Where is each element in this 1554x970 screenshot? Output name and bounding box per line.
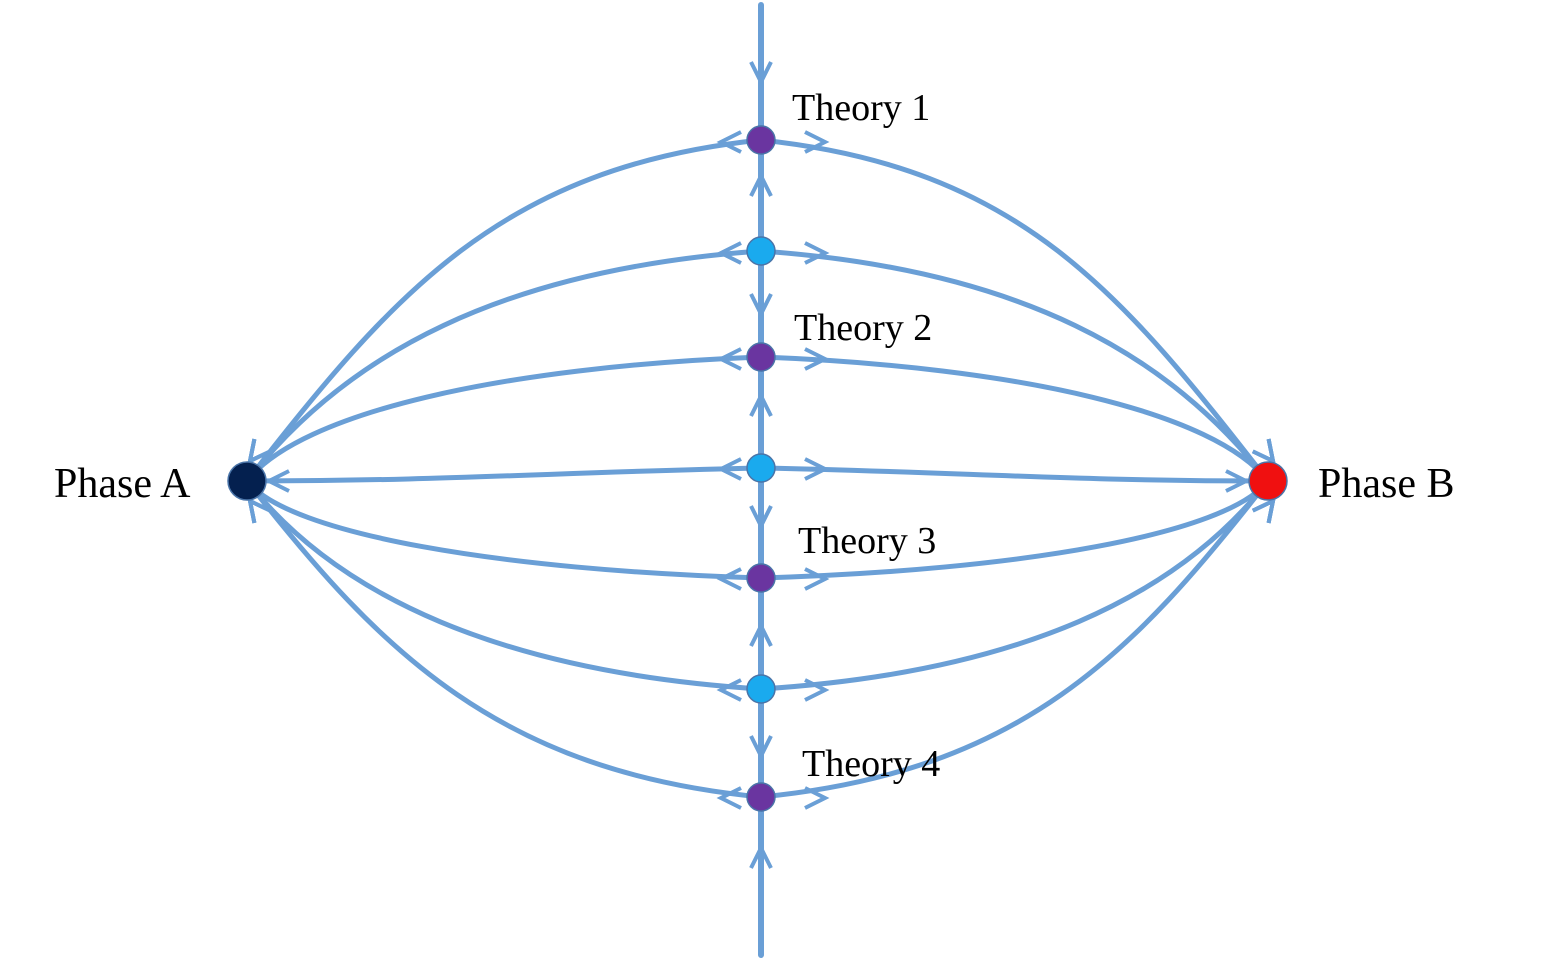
- arrow-left-3: [716, 347, 742, 371]
- theory-2-label: Theory 2: [794, 307, 932, 349]
- flow-curve-left-1: [244, 137, 764, 484]
- theory-4-point: [746, 782, 776, 812]
- theory-3-label: Theory 3: [798, 520, 936, 562]
- arrow-right-3: [804, 347, 830, 371]
- flow-curve-left-3: [244, 354, 764, 484]
- theory-2-point: [746, 342, 776, 372]
- arrow-left-5: [716, 567, 742, 591]
- flow-curve-right-1: [758, 137, 1271, 484]
- arrow-right-1: [804, 130, 830, 154]
- theory-4-label: Theory 4: [802, 743, 940, 785]
- flow-curve-left-6: [244, 478, 764, 692]
- arrow-down-top: [749, 61, 773, 87]
- fixed-points: [227, 125, 1288, 812]
- theory-1-label: Theory 1: [792, 87, 930, 129]
- arrow-left-2: [716, 241, 742, 265]
- arrow-right-7: [804, 786, 830, 810]
- arrow-left-1: [716, 130, 742, 154]
- flow-curve-left-2: [244, 248, 764, 484]
- theory-1-point: [746, 125, 776, 155]
- arrow-into-phase-b-3: [1251, 438, 1276, 465]
- phase-b-point: [1248, 461, 1288, 501]
- arrow-up-1: [749, 171, 773, 197]
- arrow-into-phase-a-4: [264, 469, 290, 493]
- flow-curve-right-2: [758, 248, 1271, 484]
- arrow-right-5: [804, 567, 830, 591]
- flow-curve-left-5: [244, 478, 764, 581]
- flow-lines: [244, 2, 1271, 958]
- arrow-up-3: [749, 391, 773, 417]
- arrow-into-phase-b-4: [1225, 469, 1251, 493]
- arrow-down-6: [749, 735, 773, 761]
- flow-curve-right-4: [758, 465, 1271, 484]
- arrow-right-4: [804, 457, 830, 481]
- intermediate-point-2: [746, 453, 776, 483]
- phase-b-label: Phase B: [1318, 461, 1455, 507]
- flow-curve-left-4: [244, 465, 764, 484]
- flow-curve-right-7: [758, 478, 1271, 800]
- arrow-right-6: [804, 678, 830, 702]
- phase-a-label: Phase A: [54, 461, 191, 507]
- phase-a-point: [227, 461, 267, 501]
- arrow-into-phase-a-7: [247, 497, 272, 524]
- arrow-into-phase-a-3: [247, 438, 272, 465]
- arrow-up-5: [749, 621, 773, 647]
- theory-3-point: [746, 563, 776, 593]
- arrow-left-6: [716, 678, 742, 702]
- flow-curve-right-5: [758, 478, 1271, 581]
- arrow-down-4: [749, 505, 773, 531]
- arrowheads: [247, 61, 1276, 869]
- arrow-down-2: [749, 293, 773, 319]
- arrow-left-7: [716, 786, 742, 810]
- flow-curve-right-3: [758, 354, 1271, 484]
- arrow-left-4: [716, 457, 742, 481]
- arrow-into-phase-b-7: [1251, 497, 1276, 524]
- intermediate-point-1: [746, 236, 776, 266]
- arrow-right-2: [804, 241, 830, 265]
- intermediate-point-3: [746, 674, 776, 704]
- arrow-up-bottom: [749, 843, 773, 869]
- flow-curve-left-7: [244, 478, 764, 800]
- flow-curve-right-6: [758, 478, 1271, 692]
